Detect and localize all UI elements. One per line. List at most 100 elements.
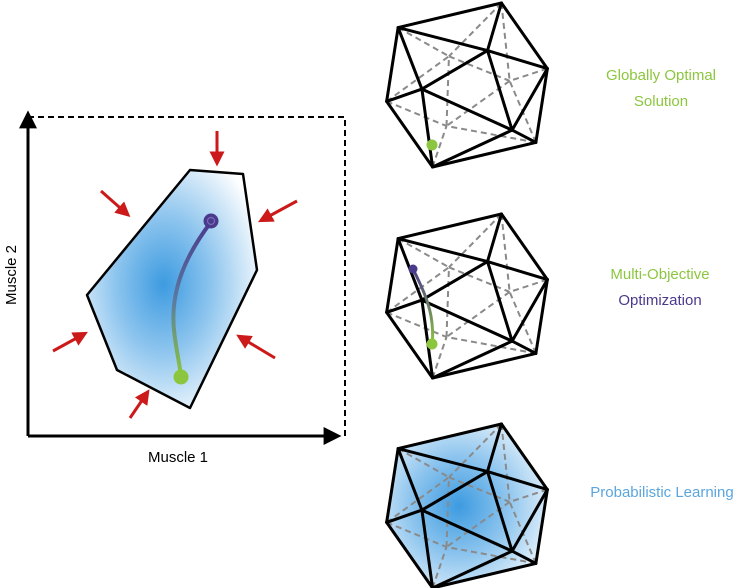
visible-edge [396, 422, 503, 451]
label-globally-optimal: Globally Optimal Solution [606, 67, 716, 110]
hidden-edge [446, 336, 537, 355]
hidden-edge [500, 213, 511, 293]
constraint-arrows [52, 131, 298, 419]
visible-edge [499, 212, 549, 282]
visible-edge [486, 470, 514, 553]
hidden-edge [448, 55, 511, 82]
hidden-edge [448, 2, 503, 58]
constraint-arrow [128, 389, 150, 419]
visible-edge [385, 508, 424, 524]
trajectory-end-point [173, 369, 189, 385]
visible-edge [420, 87, 514, 132]
hidden-edge [386, 521, 447, 548]
label-line: Solution [634, 93, 688, 110]
visible-edge [431, 140, 538, 169]
y-axis-label: Muscle 2 [3, 245, 20, 305]
visible-edge [486, 470, 549, 492]
visible-edge [420, 298, 514, 343]
trajectory-start-point [203, 213, 219, 229]
visible-edge [534, 488, 549, 565]
constraint-arrow [52, 331, 88, 353]
label-line: Multi-Objective [610, 266, 709, 283]
label-probabilistic: Probabilistic Learning [590, 484, 733, 501]
hidden-edge [445, 267, 450, 338]
hidden-edge [446, 125, 537, 144]
visible-edge [420, 508, 435, 588]
visible-edge [486, 260, 514, 343]
visible-edge [396, 26, 424, 91]
hidden-edge [509, 488, 548, 503]
hidden-edge [448, 423, 503, 479]
multi-objective-path [411, 267, 435, 346]
visible-edge [396, 212, 503, 241]
visible-edge [431, 351, 538, 380]
hidden-edge [386, 266, 450, 314]
global-optimum-point [426, 139, 438, 151]
visible-edge [396, 237, 489, 264]
visible-edge [431, 549, 514, 588]
visible-edge [420, 49, 489, 91]
hidden-edge [448, 476, 511, 503]
visible-edge [486, 212, 503, 264]
visible-edge [420, 470, 489, 512]
solution-trajectory [171, 220, 213, 379]
visible-edge [431, 128, 514, 169]
visible-edge [510, 278, 549, 343]
visible-edge [486, 49, 549, 71]
visible-edge [396, 26, 489, 53]
constraint-arrow [258, 199, 298, 223]
visible-edge [486, 49, 514, 132]
icosahedron-globally-optimal [385, 1, 549, 169]
hidden-edge [448, 266, 511, 293]
trajectory-start-point-inner [206, 216, 216, 226]
icosahedron-multi-objective [385, 212, 549, 380]
hidden-edge [445, 477, 450, 548]
label-line: Optimization [618, 292, 701, 309]
visible-edge [431, 561, 538, 588]
visible-edge [534, 67, 549, 144]
hidden-edge [431, 336, 448, 379]
multi-objective-start-point [408, 264, 418, 274]
hidden-edge [500, 2, 511, 82]
icosahedron-probabilistic [385, 422, 549, 588]
visible-edge [420, 508, 514, 553]
visible-edge [396, 447, 489, 474]
hidden-edge [446, 546, 537, 565]
hidden-edge [509, 67, 548, 82]
x-axis-label: Muscle 1 [148, 449, 208, 466]
visible-edge [420, 87, 435, 169]
visible-edge [396, 447, 424, 512]
multi-objective-end-point [426, 338, 438, 350]
feasible-region [85, 168, 259, 410]
hidden-edge [431, 546, 448, 588]
icosahedron-body [386, 214, 548, 378]
visible-edge [499, 1, 549, 71]
visible-edge [510, 488, 549, 553]
visible-edge [510, 128, 538, 144]
icosahedron-body [386, 3, 548, 167]
visible-edge [385, 310, 435, 380]
visible-edge [420, 260, 489, 302]
visible-edge [385, 26, 400, 103]
visible-edge [385, 520, 435, 588]
hidden-edge [500, 423, 511, 503]
hidden-edge [445, 56, 450, 127]
visible-edge [385, 87, 424, 103]
plot-frame-dashed [28, 116, 346, 436]
visible-edge [431, 339, 514, 380]
label-line: Globally Optimal [606, 67, 716, 84]
muscle-space-panel: Muscle 1 Muscle 2 [3, 110, 346, 466]
visible-edge [385, 99, 435, 169]
visible-edge [510, 549, 538, 565]
visible-edge [420, 298, 435, 380]
hidden-edge [386, 55, 450, 103]
hidden-edge [386, 311, 447, 338]
hidden-edge [509, 278, 548, 293]
visible-edge [486, 422, 503, 474]
visible-edge [499, 422, 549, 492]
visible-edge [385, 447, 400, 524]
label-multi-objective: Multi-Objective Optimization [610, 266, 709, 309]
constraint-arrow [236, 334, 276, 360]
visible-edge [534, 278, 549, 355]
